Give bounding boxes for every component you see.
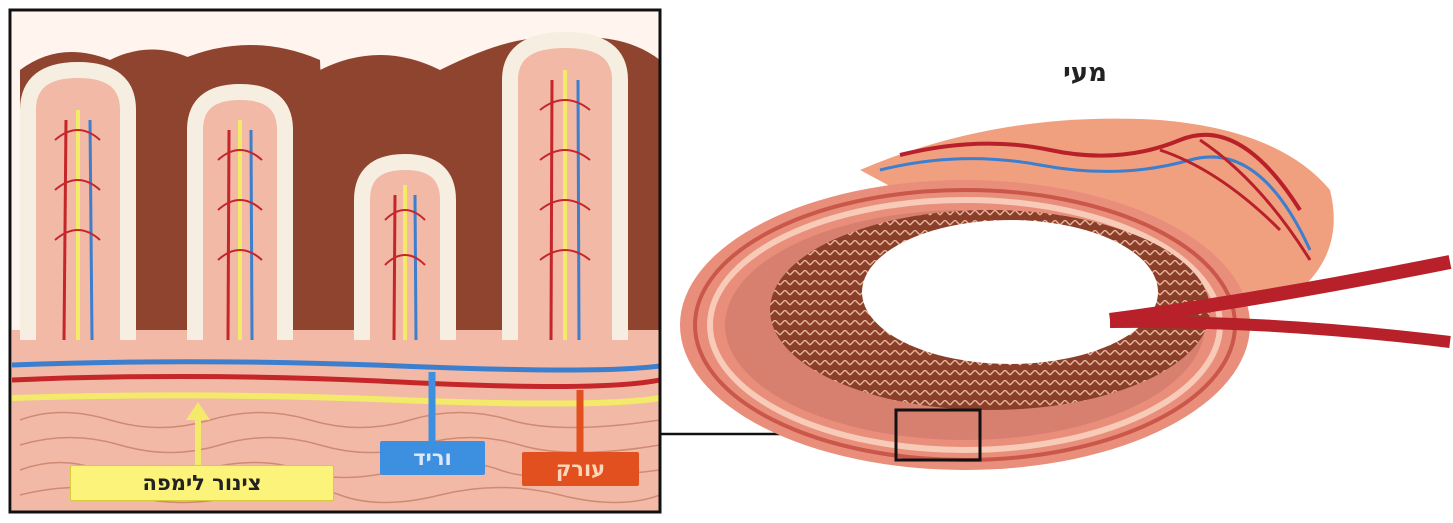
villus-4 bbox=[510, 40, 620, 340]
villus-3 bbox=[362, 162, 448, 340]
intestine-lumen bbox=[862, 220, 1158, 364]
artery-label: עורק bbox=[522, 452, 639, 486]
vein-label: וריד bbox=[380, 441, 485, 475]
villus-1 bbox=[28, 70, 128, 340]
intestine-cross-section bbox=[680, 119, 1450, 470]
lymph-vessel-label: צינור לימפה bbox=[70, 465, 334, 501]
villus-2 bbox=[195, 92, 285, 340]
villi-closeup-panel bbox=[12, 12, 660, 512]
diagram-title: מעי bbox=[1040, 58, 1130, 88]
